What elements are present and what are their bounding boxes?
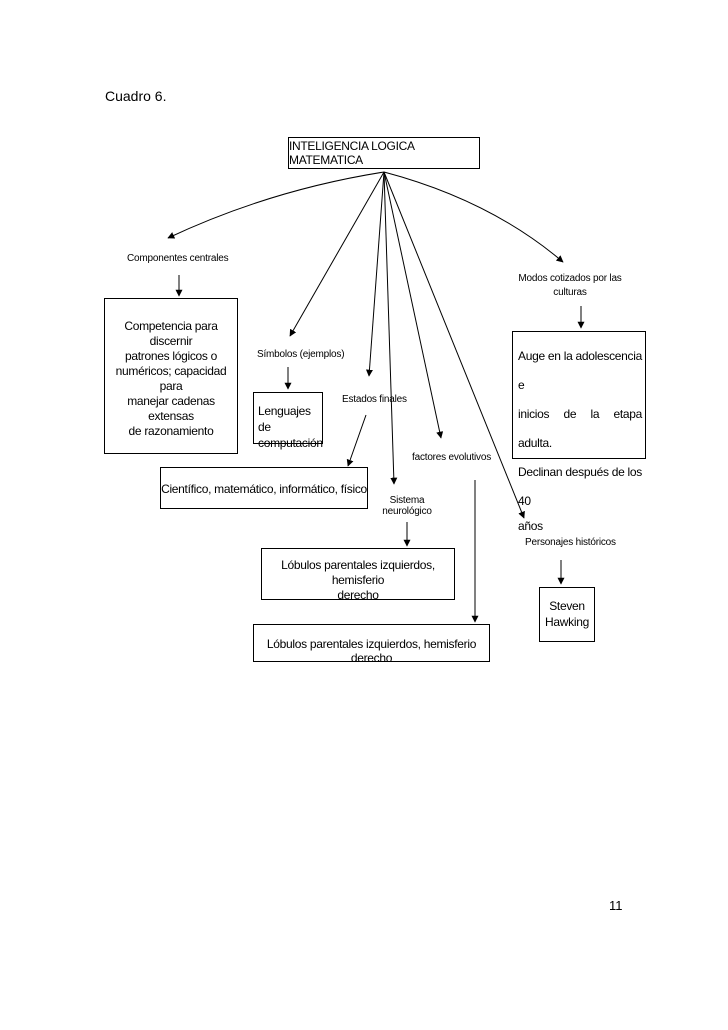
modos-line-4: años xyxy=(518,519,543,533)
componentes-line-3: numéricos; capacidad para xyxy=(115,364,227,393)
componentes-line-5: de razonamiento xyxy=(128,424,214,438)
root-node: INTELIGENCIA LOGICA MATEMATICA xyxy=(288,137,480,169)
root-node-text: INTELIGENCIA LOGICA MATEMATICA xyxy=(289,139,415,167)
arrow-root-factores xyxy=(383,171,444,439)
modos-label: Modos cotizados por las culturas xyxy=(515,272,625,300)
arrow-root-modos xyxy=(383,171,564,263)
personajes-box: Steven Hawking xyxy=(539,587,595,642)
estados-label: Estados finales xyxy=(342,394,407,405)
modos-line-3: Declinan después de los 40 xyxy=(518,465,642,508)
componentes-label: Componentes centrales xyxy=(127,253,229,264)
sistema-label-line-1: Sistema xyxy=(389,495,425,506)
modos-label-line-2: culturas xyxy=(553,287,587,298)
componentes-line-2: patrones lógicos o xyxy=(125,349,217,363)
componentes-line-1: Competencia para discernir xyxy=(124,319,218,348)
factores-box: Lóbulos parentales izquierdos, hemisferi… xyxy=(253,624,490,665)
arrow-root-estados xyxy=(365,171,385,377)
sistema-box-line-1: Lóbulos parentales izquierdos, hemisferi… xyxy=(281,558,435,587)
simbolos-label: Símbolos (ejemplos) xyxy=(257,349,345,360)
sistema-label-line-2: neurológico xyxy=(382,506,432,517)
modos-box: Auge en la adolescencia e inicios de la … xyxy=(512,331,646,533)
arrow-root-simbolos xyxy=(289,171,385,337)
componentes-box: Competencia para discernir patrones lógi… xyxy=(104,298,238,454)
simbolos-box: Lenguajes de computación xyxy=(253,392,323,450)
modos-line-2: inicios de la etapa adulta. xyxy=(518,407,642,450)
factores-box-text: Lóbulos parentales izquierdos, hemisferi… xyxy=(266,637,477,665)
modos-line-1: Auge en la adolescencia e xyxy=(518,349,642,392)
sistema-label: Sistema neurológico xyxy=(382,495,432,517)
arrow-root-componentes xyxy=(167,171,385,239)
factores-label: factores evolutivos xyxy=(412,452,492,463)
page-number: 11 xyxy=(609,898,623,913)
modos-label-line-1: Modos cotizados por las xyxy=(518,273,622,284)
simbolos-line-2: computación xyxy=(258,436,323,450)
arrow-root-sistema xyxy=(383,171,398,485)
arrow-estados-box xyxy=(346,414,367,467)
caption: Cuadro 6. xyxy=(105,88,167,104)
estados-box: Científico, matemático, informático, fís… xyxy=(160,467,368,509)
simbolos-line-1: Lenguajes de xyxy=(258,404,311,434)
sistema-box-line-2: derecho xyxy=(337,588,379,602)
personajes-label: Personajes históricos xyxy=(525,537,616,548)
sistema-box: Lóbulos parentales izquierdos, hemisferi… xyxy=(261,548,455,602)
personajes-line-1: Steven xyxy=(549,599,585,613)
estados-box-text: Científico, matemático, informático, fís… xyxy=(161,482,367,496)
arrow-root-personajes xyxy=(383,171,525,519)
componentes-line-4: manejar cadenas extensas xyxy=(127,394,215,423)
personajes-line-2: Hawking xyxy=(545,615,589,629)
